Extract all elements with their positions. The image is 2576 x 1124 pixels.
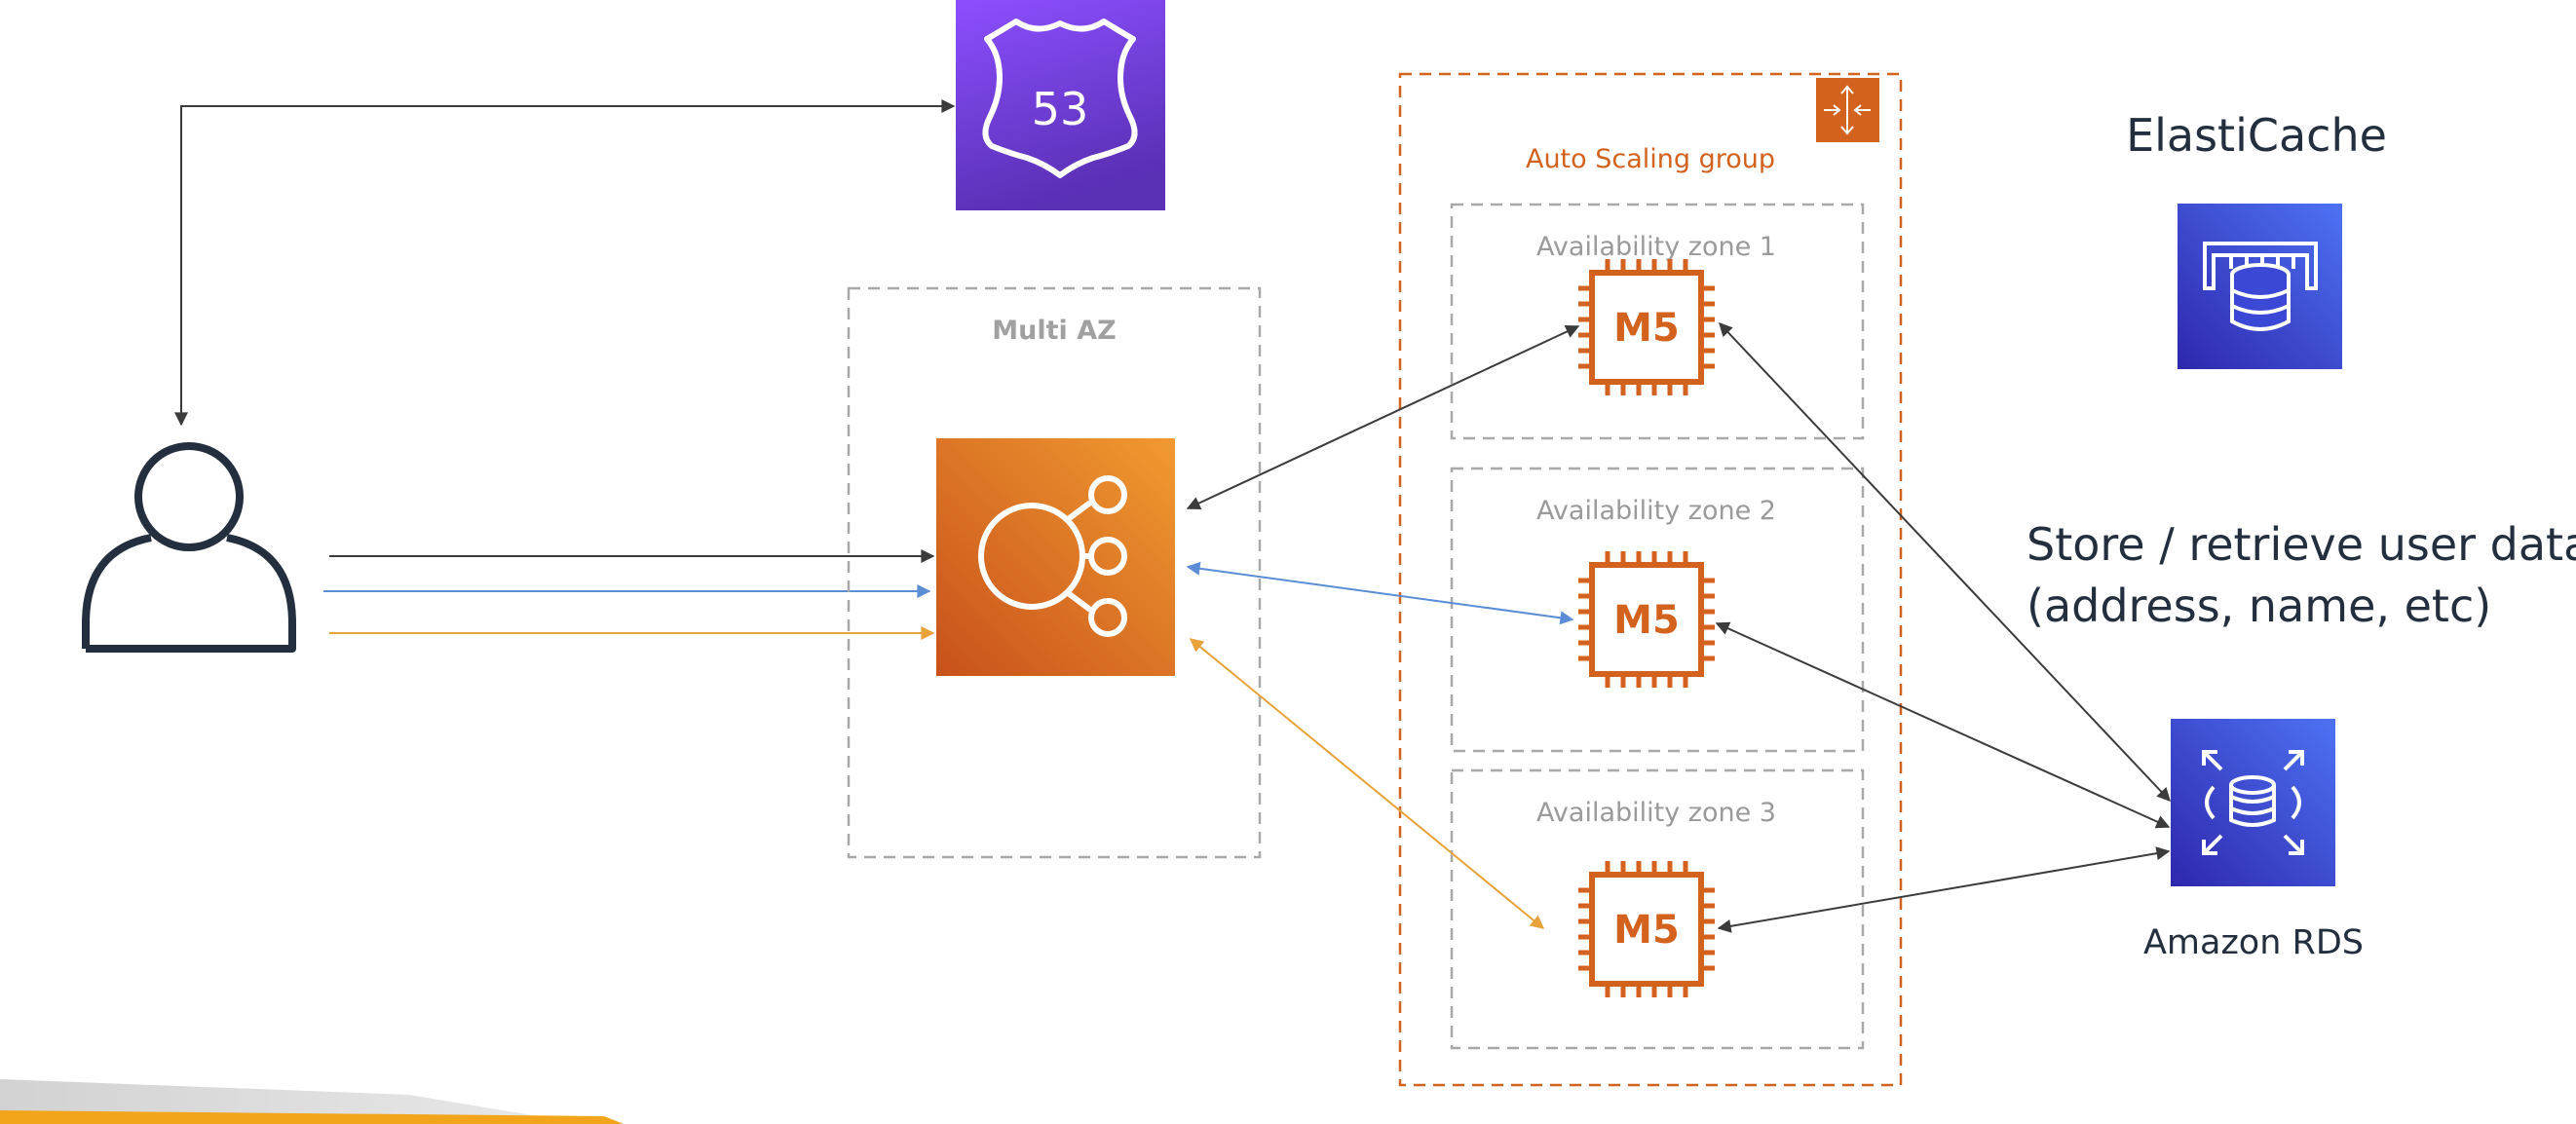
- m5-instance-icon-az3: M5: [1578, 861, 1715, 997]
- az2-label: Availability zone 2: [1536, 496, 1776, 526]
- slide-footer-band: [0, 1079, 624, 1124]
- elasticache-label: ElastiCache: [2126, 109, 2387, 162]
- amazon-rds-label: Amazon RDS: [2143, 923, 2364, 962]
- arrow-elb-m5-az3: [1189, 638, 1545, 929]
- load-balancer-icon: [936, 438, 1175, 676]
- arrow-route53-user: [174, 99, 956, 427]
- az1-label: Availability zone 1: [1536, 232, 1776, 262]
- multi-az-group: Multi AZ: [847, 286, 1262, 859]
- availability-zone-1: Availability zone 1: [1450, 203, 1865, 440]
- elasticache-icon: [2178, 204, 2342, 369]
- elb-instance-arrows: [1186, 324, 1580, 929]
- user-elb-arrows: [323, 549, 935, 640]
- store-retrieve-details: (address, name, etc): [2027, 580, 2491, 632]
- m5-instance-icon-az1: M5: [1578, 259, 1715, 395]
- az3-label: Availability zone 3: [1536, 798, 1776, 828]
- auto-scaling-icon: [1816, 78, 1879, 142]
- multi-az-label: Multi AZ: [992, 316, 1116, 346]
- arrow-elb-m5-az2: [1186, 561, 1574, 625]
- arrow-m5-az3-rds: [1717, 846, 2171, 933]
- m5-label-az2: M5: [1613, 598, 1680, 643]
- auto-scaling-group-label: Auto Scaling group: [1526, 144, 1775, 174]
- route53-icon: 53: [956, 0, 1165, 210]
- instance-rds-arrows: [1715, 321, 2171, 933]
- route53-number: 53: [1032, 83, 1089, 135]
- arrow-m5-az2-rds: [1715, 621, 2171, 829]
- m5-label-az1: M5: [1613, 306, 1680, 351]
- m5-label-az3: M5: [1613, 908, 1680, 953]
- m5-instance-icon-az2: M5: [1578, 551, 1715, 688]
- user-icon: [82, 442, 296, 653]
- store-retrieve-label: Store / retrieve user data: [2027, 518, 2576, 571]
- arrow-elb-m5-az1: [1186, 324, 1580, 510]
- rds-icon: [2171, 719, 2335, 886]
